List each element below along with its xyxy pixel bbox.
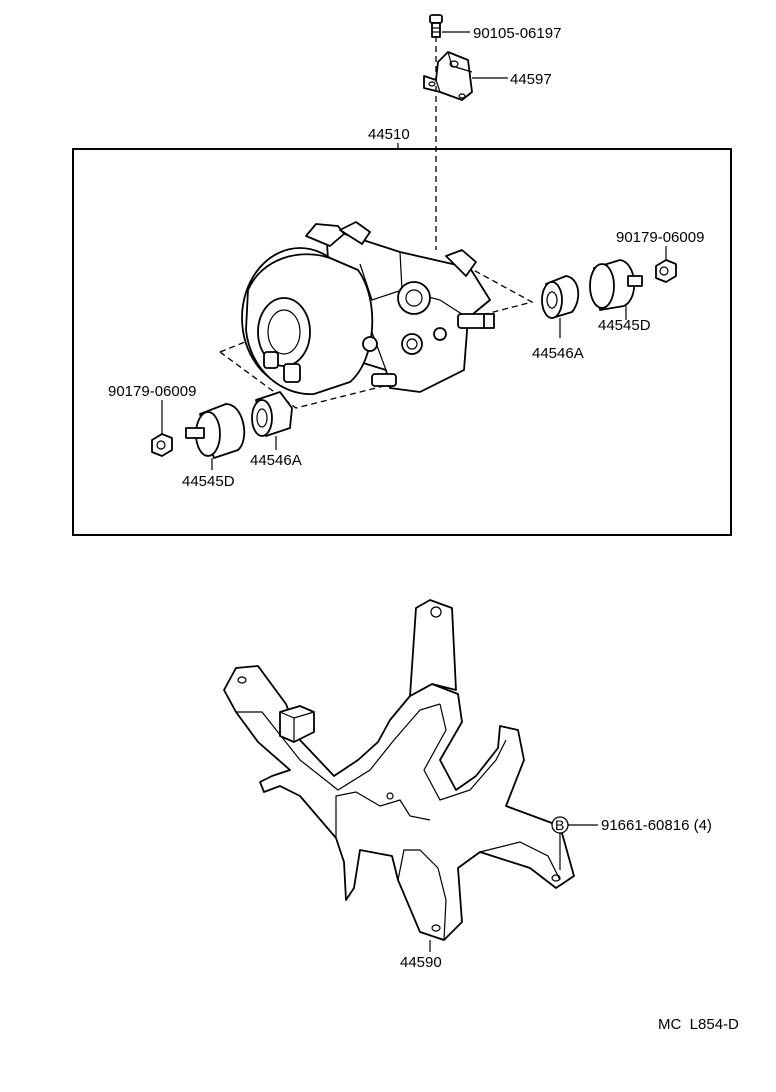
label-nut-right: 90179-06009: [616, 229, 704, 246]
label-collar-right: 44546A: [532, 345, 584, 362]
label-cushion-right: 44545D: [598, 317, 651, 334]
collar-44546A-left[interactable]: [251, 391, 293, 437]
bolt-90105-06197[interactable]: [429, 14, 443, 38]
nut-90179-06009-left[interactable]: [151, 433, 173, 457]
nut-90179-06009-right[interactable]: [655, 259, 677, 283]
cushion-44545D-left[interactable]: [185, 403, 246, 459]
collar-44546A-right[interactable]: [541, 275, 580, 319]
assembly-frame: [72, 148, 732, 536]
actuator-body[interactable]: [219, 221, 534, 409]
bracket-44597[interactable]: [423, 51, 473, 101]
label-cushion-left: 44545D: [182, 473, 235, 490]
label-bolt-bottom: 91661-60816 (4): [601, 817, 712, 834]
label-collar-left: 44546A: [250, 452, 302, 469]
cushion-44545D-right[interactable]: [589, 259, 643, 311]
bolt-marker-b-letter: B: [555, 817, 564, 833]
label-bracket-top: 44597: [510, 71, 552, 88]
label-bracket-bottom: 44590: [400, 954, 442, 971]
label-actuator-assy: 44510: [368, 126, 410, 143]
bolt-marker-b: B: [551, 816, 569, 834]
bracket-44590[interactable]: [223, 599, 575, 941]
label-nut-left: 90179-06009: [108, 383, 196, 400]
label-bolt-top: 90105-06197: [473, 25, 561, 42]
drawing-reference: MC L854-D: [658, 1016, 739, 1033]
